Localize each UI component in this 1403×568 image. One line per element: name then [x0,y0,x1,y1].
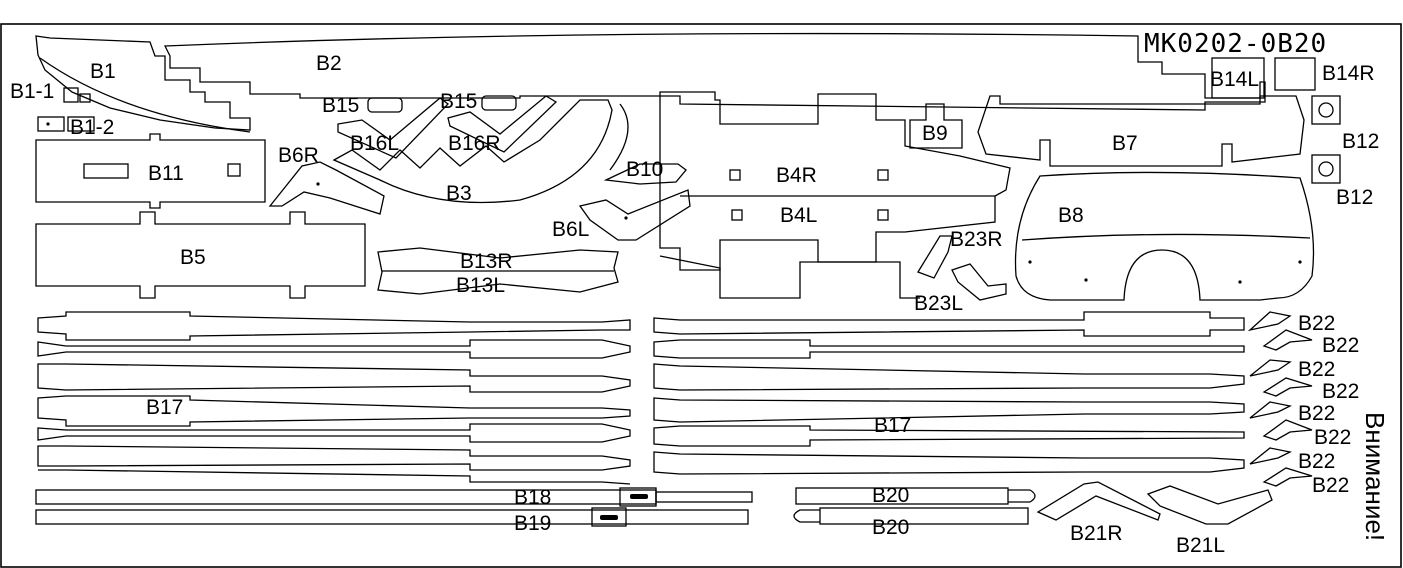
part-b9 [909,103,963,149]
part-b1 [35,35,251,133]
label-b13l: B13L [456,274,505,297]
sheet-code: MK0202-0B20 [1144,29,1327,59]
label-b4l: B4L [780,204,817,227]
label-b13r: B13R [460,250,513,273]
label-b12-a: B12 [1342,130,1379,153]
part-b4 [659,91,1011,299]
part-b10 [603,163,687,185]
label-b12-b: B12 [1336,186,1373,209]
label-b17-a: B17 [146,396,183,419]
label-b22-8: B22 [1312,474,1349,497]
part-b11 [35,133,266,209]
part-b8 [1014,171,1315,301]
part-b16l [337,97,449,159]
label-b8: B8 [1058,204,1084,227]
label-b21r: B21R [1070,522,1123,545]
part-b21r [1036,481,1161,521]
label-b14l: B14L [1210,68,1259,91]
label-b11: B11 [148,162,184,185]
label-b15-a: B15 [322,94,359,117]
part-b20-bottom [793,507,1029,525]
label-b20-b: B20 [872,516,909,539]
label-b22-2: B22 [1322,334,1359,357]
label-b7: B7 [1112,132,1138,155]
part-b13 [377,247,619,295]
label-b1: B1 [90,60,116,83]
part-b1-2 [37,116,95,132]
part-b20-top [795,487,1036,505]
part-b12-bottom [1311,154,1341,184]
label-b5: B5 [180,246,206,269]
label-b4r: B4R [776,164,817,187]
part-b12-top [1311,95,1341,125]
label-b22-5: B22 [1298,402,1335,425]
label-b22-4: B22 [1322,380,1359,403]
part-b6l [578,189,691,241]
part-b7 [977,95,1305,167]
part-b18 [35,487,753,507]
part-b14l [1211,57,1265,99]
label-b21l: B21L [1176,534,1225,557]
part-b1-1 [63,87,91,103]
part-b3 [332,99,629,204]
part-b17-left [37,311,631,485]
part-b5 [35,211,366,299]
part-b14r [1274,57,1316,91]
part-b21l [1146,485,1273,525]
part-b19 [35,507,749,527]
label-b22-6: B22 [1314,426,1351,449]
part-b6r [268,161,385,215]
label-b9: B9 [922,122,948,145]
label-b3: B3 [446,182,472,205]
label-b22-7: B22 [1298,450,1335,473]
label-b16r: B16R [448,132,501,155]
part-b17-right [653,311,1245,475]
part-b23l [951,263,1007,301]
label-b23r: B23R [950,228,1003,251]
label-b6l: B6L [552,218,589,241]
label-b20-a: B20 [872,484,909,507]
label-b6r: B6R [278,144,319,167]
label-b1-1: B1-1 [10,80,54,103]
label-b2: B2 [316,52,342,75]
part-b22-group [1247,311,1313,487]
part-b16r [447,95,558,153]
label-b14r: B14R [1322,62,1375,85]
label-b17-b: B17 [874,414,911,437]
label-b16l: B16L [350,132,399,155]
sheet-border [0,23,1402,568]
label-b1-2: B1-2 [70,116,114,139]
label-b18: B18 [514,486,551,509]
label-b22-1: B22 [1298,312,1335,335]
part-b2 [163,32,1266,111]
label-b22-3: B22 [1298,358,1335,381]
side-note: Внимание! [1360,412,1390,541]
label-b15-b: B15 [440,90,477,113]
part-b15-left [367,97,403,113]
label-b19: B19 [514,512,551,535]
label-b23l: B23L [914,292,963,315]
part-b23r [917,235,953,279]
part-b15-right [481,95,517,111]
label-b10: B10 [626,158,663,181]
